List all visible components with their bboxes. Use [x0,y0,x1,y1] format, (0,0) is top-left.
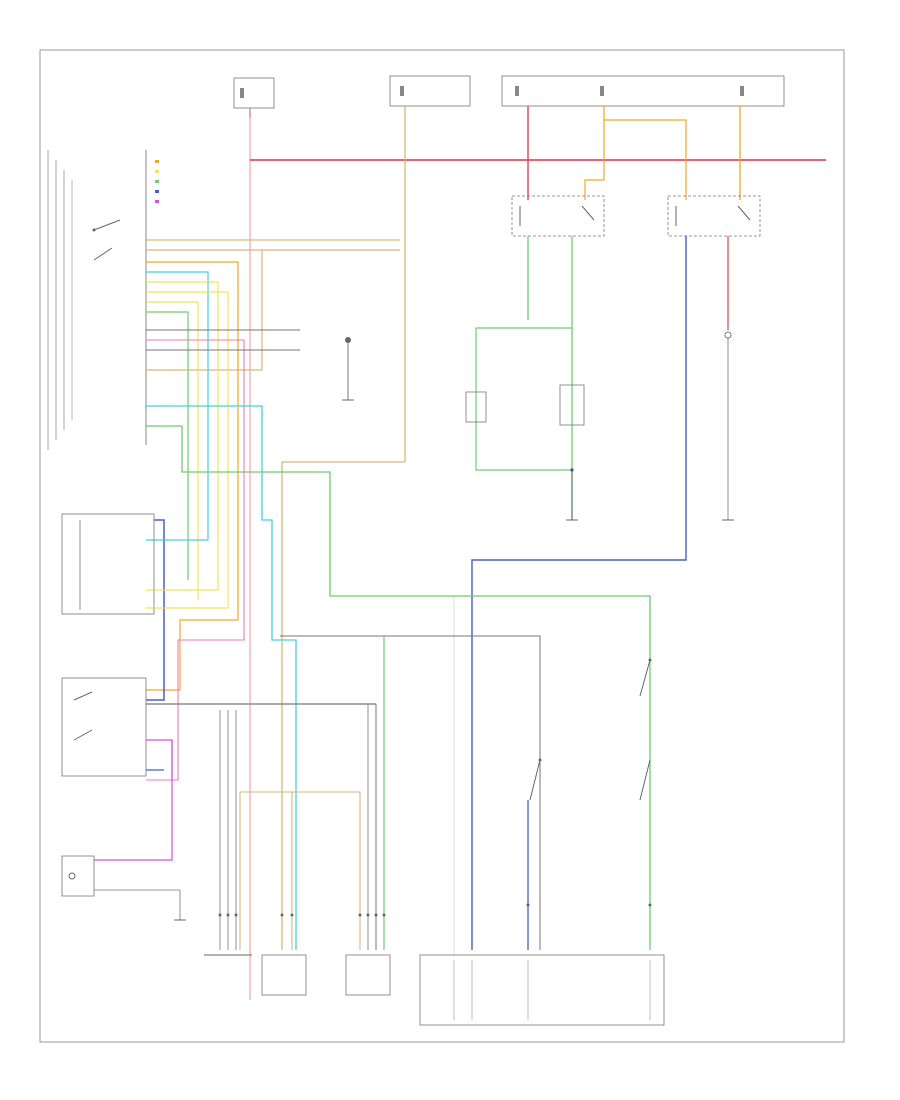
blower-motor [61,855,95,897]
climate-control-module [47,150,147,450]
connector-dots [218,903,652,917]
recirc-door-actuator [292,704,391,996]
ac-refrigerant-pressure-sensor [342,337,354,401]
ccm-connector-pins [155,160,159,203]
high-blower-relay [61,677,147,777]
engine-control-module [419,954,665,1026]
ac-low-pressure-switch [639,658,652,801]
diagram-frame [39,49,845,1043]
fuse-block-center [389,75,471,107]
fuse-block-left [233,77,275,118]
ac-compressor-relay [511,195,605,237]
ac-pressure-switch [529,758,542,801]
blower-switch [92,219,121,261]
fuse-block-right [501,75,785,107]
blower-motor-resistor [61,513,155,615]
cooling-fan-relay [667,195,761,237]
mode-door-actuator [204,710,252,956]
cooling-fan-motor [722,331,734,521]
ac-compressor-clutch [465,327,585,471]
